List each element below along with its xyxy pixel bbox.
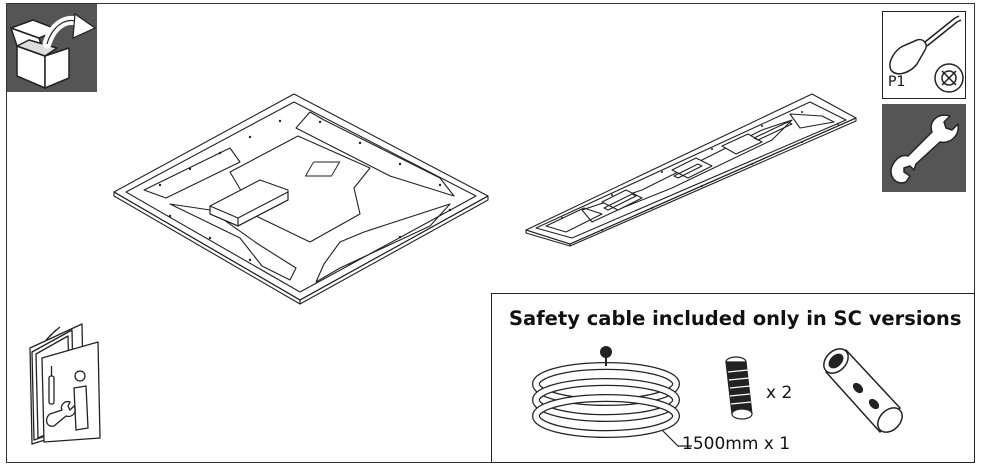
page-frame	[6, 3, 975, 463]
large-connector-icon	[823, 348, 903, 433]
coiled-safety-cable-icon	[532, 346, 692, 447]
no-phillips-icon	[934, 63, 964, 93]
rectangular-panel-light	[525, 93, 857, 247]
cable-quantity-label: 1500mm x 1	[682, 434, 791, 454]
open-box-arrow-icon	[7, 4, 97, 92]
connector-quantity-label: x 2	[766, 383, 793, 403]
screwdriver-tool-panel	[882, 11, 966, 99]
instruction-manual-icon	[29, 323, 101, 445]
wrench-icon	[882, 104, 966, 192]
wrench-drawing	[890, 114, 959, 184]
open-box-drawing	[10, 12, 97, 89]
safety-cable-title: Safety cable included only in SC version…	[509, 307, 962, 330]
connector-sleeve-icon	[725, 356, 753, 420]
screwdriver-code-label: P1	[888, 74, 906, 90]
square-panel-light	[113, 93, 489, 305]
screwdriver-icon	[889, 15, 964, 93]
